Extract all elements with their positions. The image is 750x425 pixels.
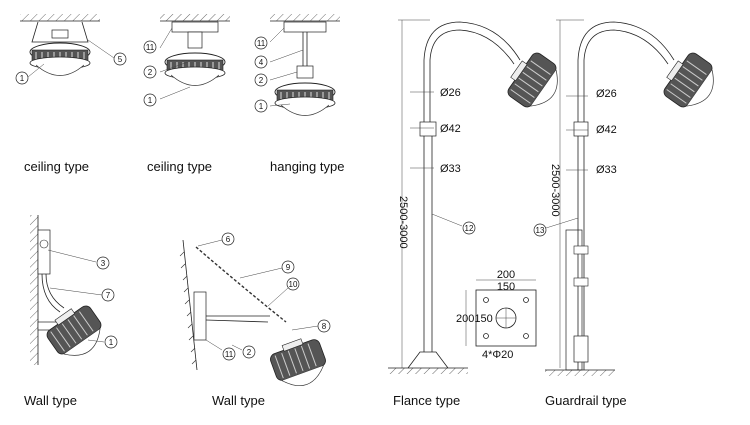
flance-dim-42: Ø42	[440, 123, 461, 135]
callout-1: 1	[254, 99, 268, 113]
callout-2: 2	[242, 345, 256, 359]
guardrail-dim-42: Ø42	[596, 124, 617, 136]
caption-guardrail-type: Guardrail type	[545, 393, 627, 408]
callout-10: 10	[286, 277, 300, 291]
guardrail-dim-26: Ø26	[596, 88, 617, 100]
callout-12: 12	[462, 221, 476, 235]
svg-text:4: 4	[259, 58, 264, 67]
ceiling-type-2-drawing	[159, 14, 230, 100]
svg-text:12: 12	[465, 224, 474, 233]
callout-1: 1	[15, 71, 29, 85]
caption-flance-type: Flance type	[393, 393, 461, 408]
callout-1: 1	[143, 93, 157, 107]
svg-text:11: 11	[225, 350, 234, 359]
callout-9: 9	[281, 260, 295, 274]
svg-text:10: 10	[289, 280, 298, 289]
callout-11: 11	[254, 36, 268, 50]
flange-height-label: 200150	[456, 313, 493, 325]
wall-type-1-drawing	[30, 215, 111, 367]
flange-detail	[465, 279, 537, 347]
svg-text:1: 1	[109, 338, 114, 347]
flance-height: 2500-3000	[397, 196, 409, 249]
guardrail-dim-33: Ø33	[596, 164, 617, 176]
svg-text:8: 8	[322, 322, 327, 331]
svg-text:3: 3	[101, 259, 106, 268]
caption-wall-type-1: Wall type	[24, 393, 77, 408]
callout-6: 6	[221, 232, 235, 246]
callout-7: 7	[101, 288, 115, 302]
flance-dim-33: Ø33	[440, 163, 461, 175]
caption-ceiling-type-2: ceiling type	[147, 159, 213, 174]
caption-hanging-type: hanging type	[270, 159, 345, 174]
svg-text:1: 1	[259, 102, 264, 111]
svg-text:2: 2	[247, 348, 252, 357]
svg-text:9: 9	[286, 263, 291, 272]
flange-width-150: 150	[497, 281, 515, 293]
hanging-type-drawing	[269, 14, 340, 116]
svg-text:1: 1	[148, 96, 153, 105]
flange-holes-label: 4*Φ20	[482, 349, 513, 361]
svg-text:1: 1	[20, 74, 25, 83]
callout-11: 11	[222, 347, 236, 361]
callout-4: 4	[254, 55, 268, 69]
callout-8: 8	[317, 319, 331, 333]
ceiling-type-1-drawing	[20, 14, 115, 78]
callout-1: 1	[104, 335, 118, 349]
flange-width-200: 200	[497, 269, 515, 281]
callout-13: 13	[533, 223, 547, 237]
svg-text:11: 11	[146, 43, 155, 52]
svg-text:2: 2	[148, 68, 153, 77]
guardrail-type-drawing	[545, 19, 725, 376]
svg-text:7: 7	[106, 291, 111, 300]
guardrail-height: 2500-3000	[549, 164, 561, 217]
wall-type-2-drawing	[179, 239, 332, 394]
callout-3: 3	[96, 256, 110, 270]
callout-5: 5	[113, 52, 127, 66]
flance-type-drawing	[388, 19, 569, 374]
callout-11: 11	[143, 40, 157, 54]
svg-text:11: 11	[257, 39, 266, 48]
flance-dim-26: Ø26	[440, 87, 461, 99]
callout-2: 2	[254, 73, 268, 87]
svg-text:13: 13	[536, 226, 545, 235]
callout-2: 2	[143, 65, 157, 79]
svg-text:5: 5	[118, 55, 123, 64]
svg-text:6: 6	[226, 235, 231, 244]
svg-text:2: 2	[259, 76, 264, 85]
caption-wall-type-2: Wall type	[212, 393, 265, 408]
caption-ceiling-type-1: ceiling type	[24, 159, 90, 174]
